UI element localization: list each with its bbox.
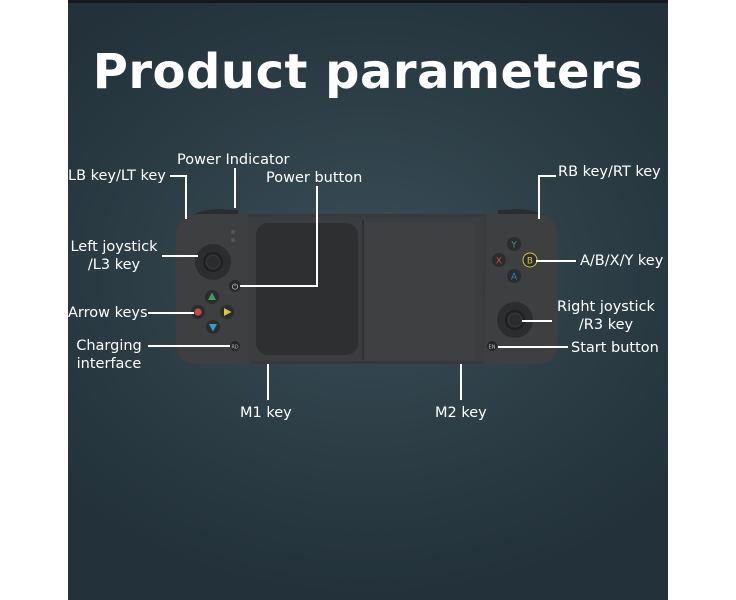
- label-left-joystick: Left joystick /L3 key: [68, 238, 160, 274]
- svg-text:A: A: [511, 273, 518, 283]
- label-charging-line1: Charging: [76, 338, 142, 354]
- label-right-joystick-line1: Right joystick: [557, 299, 655, 315]
- line-charging: [148, 345, 230, 347]
- line-power-button-v: [316, 186, 318, 287]
- start-button-shape: [487, 341, 497, 351]
- charging-port: [230, 341, 240, 351]
- label-rb-rt: RB key/RT key: [558, 164, 661, 180]
- label-charging-interface: Charging interface: [74, 337, 144, 373]
- label-m1-key: M1 key: [240, 405, 292, 421]
- a-button: [507, 269, 521, 283]
- line-left-joystick: [162, 255, 198, 257]
- page-title: Product parameters: [92, 44, 644, 100]
- line-lb-v: [185, 175, 187, 219]
- label-power-button: Power button: [266, 170, 363, 186]
- line-lb-h: [170, 175, 187, 177]
- arrow-up-icon: [208, 292, 216, 300]
- power-button: [229, 280, 241, 292]
- line-arrow-keys: [148, 312, 194, 314]
- arrow-right-icon: [224, 308, 232, 316]
- label-m2-key: M2 key: [435, 405, 487, 421]
- line-rb-v: [538, 175, 540, 219]
- svg-text:Y: Y: [510, 241, 517, 251]
- line-power-button-h: [240, 285, 318, 287]
- label-abxy: A/B/X/Y key: [580, 253, 664, 269]
- arrow-left-icon: [194, 308, 202, 316]
- label-arrow-keys: Arrow keys: [68, 305, 148, 321]
- label-left-joystick-line1: Left joystick: [70, 239, 158, 255]
- line-rb-h: [538, 175, 556, 177]
- svg-text:RD: RD: [231, 345, 238, 351]
- label-left-joystick-line2: /L3 key: [87, 257, 141, 273]
- label-lb-lt: LB key/LT key: [68, 168, 166, 184]
- line-m1: [267, 364, 269, 400]
- label-right-joystick-line2: /R3 key: [578, 317, 634, 333]
- x-button: [492, 253, 506, 267]
- line-power-indicator: [234, 168, 236, 208]
- phone-holder-right: [364, 222, 474, 360]
- label-start-button: Start button: [571, 340, 659, 356]
- svg-text:X: X: [496, 257, 502, 267]
- svg-text:B: B: [527, 257, 533, 267]
- controller-illustration: ⏻ RD Y X B A EN: [176, 209, 558, 364]
- power-icon: ⏻: [232, 283, 239, 292]
- y-button: [507, 237, 521, 251]
- line-abxy: [536, 260, 576, 262]
- svg-text:EN: EN: [489, 345, 496, 351]
- line-m2: [460, 364, 462, 400]
- line-right-joystick: [522, 320, 552, 322]
- phone-holder-left: [256, 223, 358, 355]
- label-right-joystick: Right joystick /R3 key: [556, 298, 656, 334]
- arrow-down-icon: [209, 324, 217, 332]
- product-panel: Product parameters ⏻: [68, 0, 668, 600]
- label-power-indicator: Power Indicator: [177, 152, 290, 168]
- top-border: [68, 0, 668, 3]
- line-start: [498, 346, 568, 348]
- label-charging-line2: interface: [76, 356, 142, 372]
